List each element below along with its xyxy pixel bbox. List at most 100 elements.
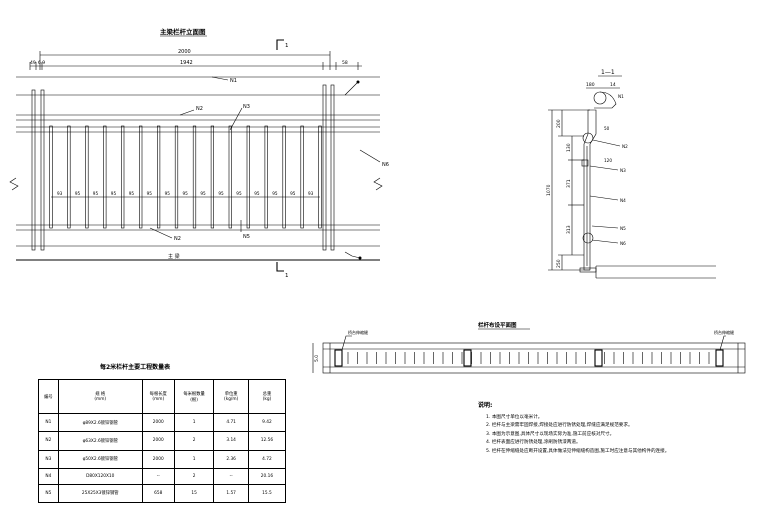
table-cell: 20.16 <box>247 467 287 485</box>
section-dim-top-a: 180 <box>586 82 595 88</box>
section-mark-top: 1 <box>285 43 289 49</box>
table-header-row: 编号 规 格 (mm) 每根长度 (mm) 每米根数量 (根) 单位重 (kg/… <box>38 378 287 415</box>
spacing-label: 95 <box>165 191 171 196</box>
table-header: 规 格 (mm) <box>57 378 143 415</box>
baluster <box>192 125 197 229</box>
dim-left-b: 6.9 <box>38 60 45 66</box>
layout-post-mid <box>594 349 603 367</box>
section-leader-n5 <box>591 225 619 229</box>
table-cell: 15 <box>173 483 215 504</box>
label-n3: N3 <box>243 104 250 110</box>
label-n2-top: N2 <box>196 106 203 112</box>
dim-left-a: 49 <box>30 60 36 66</box>
beam-label: 主 梁 <box>168 253 180 260</box>
end-post-right-b <box>330 84 335 251</box>
section-leader-n2 <box>592 139 621 147</box>
baluster <box>210 125 215 229</box>
layout-span: 5.0 <box>314 355 320 362</box>
spacing-label: 95 <box>147 191 153 196</box>
table-cell: 9.42 <box>247 413 287 433</box>
spacing-label: 95 <box>218 191 224 196</box>
table-cell: 2.36 <box>213 449 249 469</box>
table-cell: φ63X2.6镀锌钢管 <box>57 431 143 451</box>
note-item: 5. 栏杆在伸缩缝处应断开设置,具体做法见伸缩缝构造图,施工时应注意与其他构件的… <box>486 448 670 454</box>
section-leader-n3 <box>589 165 619 171</box>
table-cell: 1 <box>173 413 215 433</box>
layout-left-label: 桥台伸缩缝 <box>348 329 368 335</box>
leader-bottom-right <box>344 251 361 259</box>
layout-balusters <box>347 352 710 364</box>
table-cell: 25X25X3镀锌钢管 <box>57 483 143 504</box>
baluster <box>67 125 71 229</box>
table-row: N3 φ50X2.6镀锌钢管 2000 1 2.36 4.72 <box>38 449 287 469</box>
section-cap <box>594 91 617 109</box>
table-cell: 2 <box>173 467 215 485</box>
leader-n6 <box>359 149 381 163</box>
break-right <box>373 177 383 191</box>
table-cell: 12.56 <box>247 431 287 451</box>
baluster <box>103 125 107 229</box>
spacing-label: 95 <box>93 191 99 196</box>
section-rail-n2-bottom <box>582 232 594 244</box>
section-cut-top <box>276 39 284 50</box>
section-label-n6: N6 <box>620 241 626 246</box>
baluster <box>157 125 161 229</box>
section-label-n2: N2 <box>622 144 628 149</box>
spacing-label: 95 <box>111 191 117 196</box>
section-title: 1—1 <box>601 69 615 76</box>
end-post-left-b <box>40 89 45 251</box>
table-header: 总重 (kg) <box>247 378 287 415</box>
section-mark-bottom: 1 <box>285 273 289 279</box>
table-header: 每根长度 (mm) <box>141 378 175 415</box>
table-header: 编号 <box>38 378 59 415</box>
spacing-label: 95 <box>75 191 81 196</box>
note-item: 1. 本图尺寸单位以毫米计。 <box>486 414 543 420</box>
dim-total: 2000 <box>178 49 191 55</box>
baluster <box>228 125 232 229</box>
layout-right-label: 桥台伸缩缝 <box>714 329 734 335</box>
table-cell: 3.14 <box>213 431 249 451</box>
baluster <box>300 125 304 229</box>
section-label-n3: N3 <box>620 168 626 173</box>
section-dim-mid3: 313 <box>566 225 572 234</box>
section-cut-bottom <box>276 262 284 272</box>
dim-right: 58 <box>342 60 348 66</box>
label-n2-bottom: N2 <box>174 236 181 242</box>
spacing-label: 93 <box>57 191 63 196</box>
leader-dot <box>356 80 360 84</box>
table-cell: N4 <box>38 467 59 485</box>
table-cell: 2000 <box>141 413 175 433</box>
section-dim-bottom: 250 <box>556 259 562 268</box>
label-n5: N5 <box>243 234 250 240</box>
table-row: N2 φ63X2.6镀锌钢管 2000 2 3.14 12.56 <box>38 431 287 451</box>
section-label-n5: N5 <box>620 226 626 231</box>
elevation-title: 主梁栏杆立面图 <box>160 27 206 36</box>
section-label-n1: N1 <box>618 94 624 99</box>
section-dim-main: 1070 <box>546 184 552 196</box>
spacing-label: 95 <box>272 191 278 196</box>
table-cell: 658 <box>141 483 175 504</box>
spacing-label: 95 <box>200 191 206 196</box>
spacing-label: 95 <box>290 191 296 196</box>
section-rail-n3 <box>581 159 589 167</box>
section-label-n4: N4 <box>620 198 626 203</box>
table-row: N4 D80X120X10 -- 2 -- 20.16 <box>38 467 287 485</box>
spacing-label: 95 <box>236 191 242 196</box>
section-label-120: 120 <box>604 158 612 163</box>
baluster <box>318 125 322 229</box>
section-leader-n4 <box>589 195 619 201</box>
spacing-label: 95 <box>254 191 260 196</box>
table-row: N1 φ89X2.6镀锌钢管 2000 1 4.71 9.42 <box>38 413 287 433</box>
leader-n2-bottom <box>149 227 173 239</box>
table-cell: 2 <box>173 431 215 451</box>
table-cell: 4.72 <box>247 449 287 469</box>
table-cell: N5 <box>38 483 59 504</box>
note-item: 3. 本图为示意图,具体尺寸以现场实际为准,施工前应核对尺寸。 <box>486 431 615 437</box>
section-rail-n2-top <box>582 132 594 144</box>
baluster <box>282 125 286 229</box>
notes-title: 说明: <box>478 402 493 409</box>
end-post-right-a <box>322 84 327 251</box>
end-post-left-a <box>31 89 36 251</box>
